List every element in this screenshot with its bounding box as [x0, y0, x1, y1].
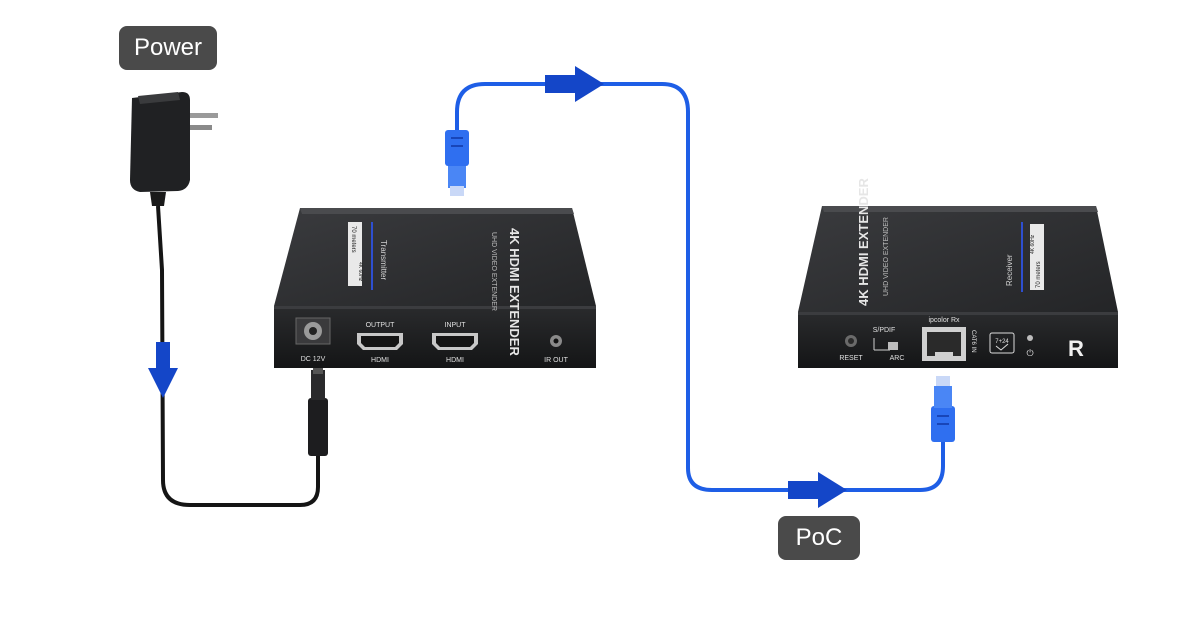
spdif-label: S/PDIF — [873, 327, 896, 334]
transmitter-subtitle: UHD VIDEO EXTENDER — [490, 232, 497, 311]
reset-label: RESET — [839, 355, 863, 362]
brand-logo: R — [1068, 336, 1084, 361]
receiver-badge-2: 4K 60Hz — [1030, 234, 1036, 254]
hdmi-input-top-label: INPUT — [445, 322, 467, 329]
hdmi-output-bottom-label: HDMI — [371, 357, 389, 364]
edid-label: 7+24 — [995, 339, 1009, 345]
power-icon: ⏻ — [1026, 348, 1033, 358]
cat6-label: CAT6 IN — [970, 330, 976, 353]
dc-12v-port: DC 12V — [295, 317, 331, 363]
receiver-role: Receiver — [1005, 254, 1014, 286]
rj45-port-receiver: ipcolor Rx CAT6 IN — [922, 317, 976, 361]
dc-plug — [308, 368, 328, 456]
transmitter-role: Transmitter — [379, 240, 388, 280]
power-cable — [156, 205, 320, 507]
transmitter-badge: 70 meters — [350, 226, 356, 253]
transmitter-title: 4K HDMI EXTENDER — [507, 228, 522, 356]
brand-logo-text: R — [1068, 336, 1084, 361]
spdif-arc-switch: S/PDIF ARC — [873, 327, 905, 362]
power-adapter — [130, 92, 218, 206]
hdmi-output-top-label: OUTPUT — [366, 322, 396, 329]
receiver-unit: 4K HDMI EXTENDER UHD VIDEO EXTENDER Rece… — [798, 178, 1118, 368]
receiver-subtitle: UHD VIDEO EXTENDER — [883, 217, 890, 296]
transmitter-badge-2: 4K 60Hz — [357, 262, 363, 282]
reset-button: RESET — [839, 335, 863, 362]
ipcolor-label: ipcolor Rx — [928, 317, 960, 324]
hdmi-input-port: INPUT HDMI — [432, 322, 478, 364]
rj45-plug-transmitter — [445, 130, 469, 196]
hdmi-input-bottom-label: HDMI — [446, 357, 464, 364]
transmitter-unit: 4K HDMI EXTENDER UHD VIDEO EXTENDER Tran… — [274, 208, 596, 368]
receiver-title: 4K HDMI EXTENDER — [856, 178, 871, 306]
poc-label: PoC — [778, 516, 860, 560]
power-label: Power — [119, 26, 217, 70]
network-flow-arrow-top — [545, 66, 604, 102]
arc-label: ARC — [890, 355, 905, 362]
power-flow-arrow — [148, 342, 178, 398]
receiver-badge: 70 meters — [1036, 261, 1042, 288]
ir-out-label: IR OUT — [544, 357, 568, 364]
hdmi-output-port: OUTPUT HDMI — [357, 322, 403, 364]
rj45-plug-receiver — [931, 376, 955, 442]
ir-out-port: IR OUT — [544, 335, 569, 364]
network-flow-arrow-bottom — [788, 472, 847, 508]
edid-badge: 7+24 — [989, 332, 1015, 354]
power-led: ⏻ — [1026, 335, 1034, 358]
dc-12v-label: DC 12V — [301, 356, 326, 363]
network-cable — [455, 82, 945, 492]
